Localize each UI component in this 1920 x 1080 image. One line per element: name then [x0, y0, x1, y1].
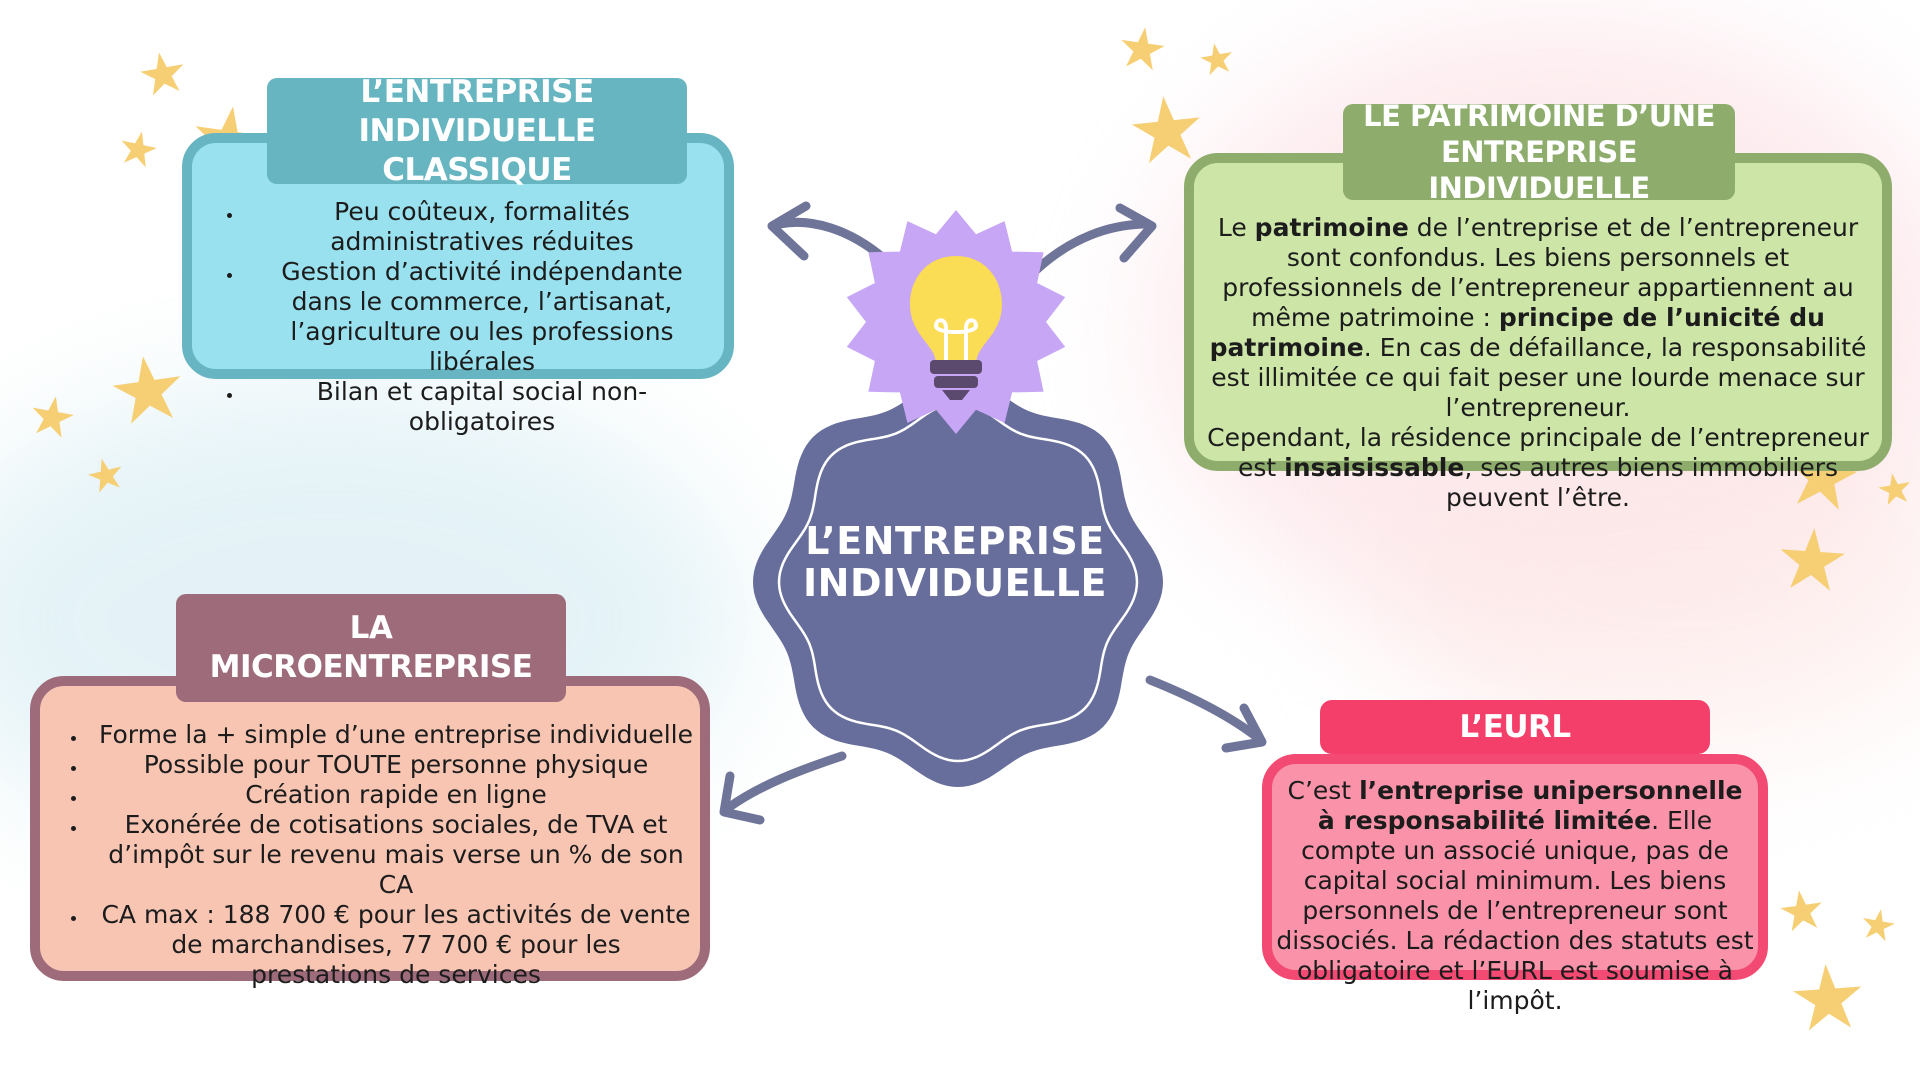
patrimoine-paragraph-2: Cependant, la résidence principale de l’…: [1196, 423, 1880, 513]
text: . En cas de défaillance, la responsabili…: [1211, 333, 1867, 422]
card-patrimoine: Le patrimoine de l’entreprise et de l’en…: [1184, 153, 1892, 512]
text: , ses autres biens immobiliers peuvent l…: [1446, 453, 1839, 512]
title-microentreprise: LA MICROENTREPRISE: [176, 594, 566, 702]
title-patrimoine: LE PATRIMOINE D’UNE ENTREPRISE INDIVIDUE…: [1343, 99, 1735, 205]
title-micro-line1: LA: [349, 610, 393, 646]
bold-text: principe de l’unicité du patrimoine: [1209, 303, 1825, 362]
arrow-icon: [1029, 203, 1157, 277]
title-patrimoine-line2: ENTREPRISE INDIVIDUELLE: [1428, 135, 1650, 205]
center-title-line1: L’ENTREPRISE: [805, 519, 1105, 563]
title-eurl: L’EURL: [1320, 700, 1710, 754]
arrow-icon: [767, 201, 893, 267]
card-microentreprise: Forme la + simple d’une entreprise indiv…: [30, 676, 710, 989]
title-classique-line1: L’ENTREPRISE: [360, 73, 594, 110]
list-item: Possible pour TOUTE personne physique: [88, 750, 694, 780]
bold-text: patrimoine: [1254, 213, 1409, 242]
card-patrimoine-body: Le patrimoine de l’entreprise et de l’en…: [1194, 163, 1882, 513]
micro-list: Forme la + simple d’une entreprise indiv…: [58, 720, 694, 990]
list-item: Bilan et capital social non-obligatoires: [244, 377, 710, 437]
card-eurl: C’est l’entreprise unipersonnelle à resp…: [1262, 754, 1768, 1015]
bold-text: insaisissable: [1284, 453, 1465, 482]
patrimoine-paragraph-1: Le patrimoine de l’entreprise et de l’en…: [1196, 213, 1880, 423]
text: C’est: [1287, 776, 1360, 805]
list-item: Forme la + simple d’une entreprise indiv…: [88, 720, 694, 750]
card-classique-body: Peu coûteux, formalités administratives …: [192, 143, 724, 437]
card-eurl-body: C’est l’entreprise unipersonnelle à resp…: [1272, 764, 1758, 1016]
text: Le: [1217, 213, 1255, 242]
list-item: CA max : 188 700 € pour les activités de…: [88, 900, 694, 990]
list-item: Gestion d’activité indépendante dans le …: [244, 257, 710, 377]
center-ring: [777, 401, 1139, 763]
center-title: L’ENTREPRISE INDIVIDUELLE: [760, 520, 1150, 604]
title-eurl-text: L’EURL: [1459, 708, 1571, 745]
title-patrimoine-line1: LE PATRIMOINE D’UNE: [1363, 99, 1715, 133]
arrow-icon: [719, 751, 847, 825]
bold-text: l’entreprise unipersonnelle à responsabi…: [1317, 776, 1743, 835]
lightbulb-icon: [910, 256, 1002, 400]
center-blob: [753, 377, 1163, 787]
center-title-line2: INDIVIDUELLE: [803, 561, 1107, 605]
list-item: Exonérée de cotisations sociales, de TVA…: [88, 810, 694, 900]
title-classique-line2: INDIVIDUELLE CLASSIQUE: [358, 112, 596, 188]
card-micro-body: Forme la + simple d’une entreprise indiv…: [40, 686, 700, 990]
text: . Elle compte un associé unique, pas de …: [1276, 806, 1754, 1015]
arrow-icon: [1145, 675, 1267, 753]
title-micro-line2: MICROENTREPRISE: [209, 649, 533, 685]
list-item: Peu coûteux, formalités administratives …: [244, 197, 710, 257]
classique-list: Peu coûteux, formalités administratives …: [214, 197, 710, 437]
text: de l’entreprise et de l’entrepreneur son…: [1222, 213, 1859, 332]
title-entreprise-classique: L’ENTREPRISE INDIVIDUELLE CLASSIQUE: [267, 74, 687, 188]
list-item: Création rapide en ligne: [88, 780, 694, 810]
text: Cependant, la résidence principale de l’…: [1207, 423, 1869, 482]
